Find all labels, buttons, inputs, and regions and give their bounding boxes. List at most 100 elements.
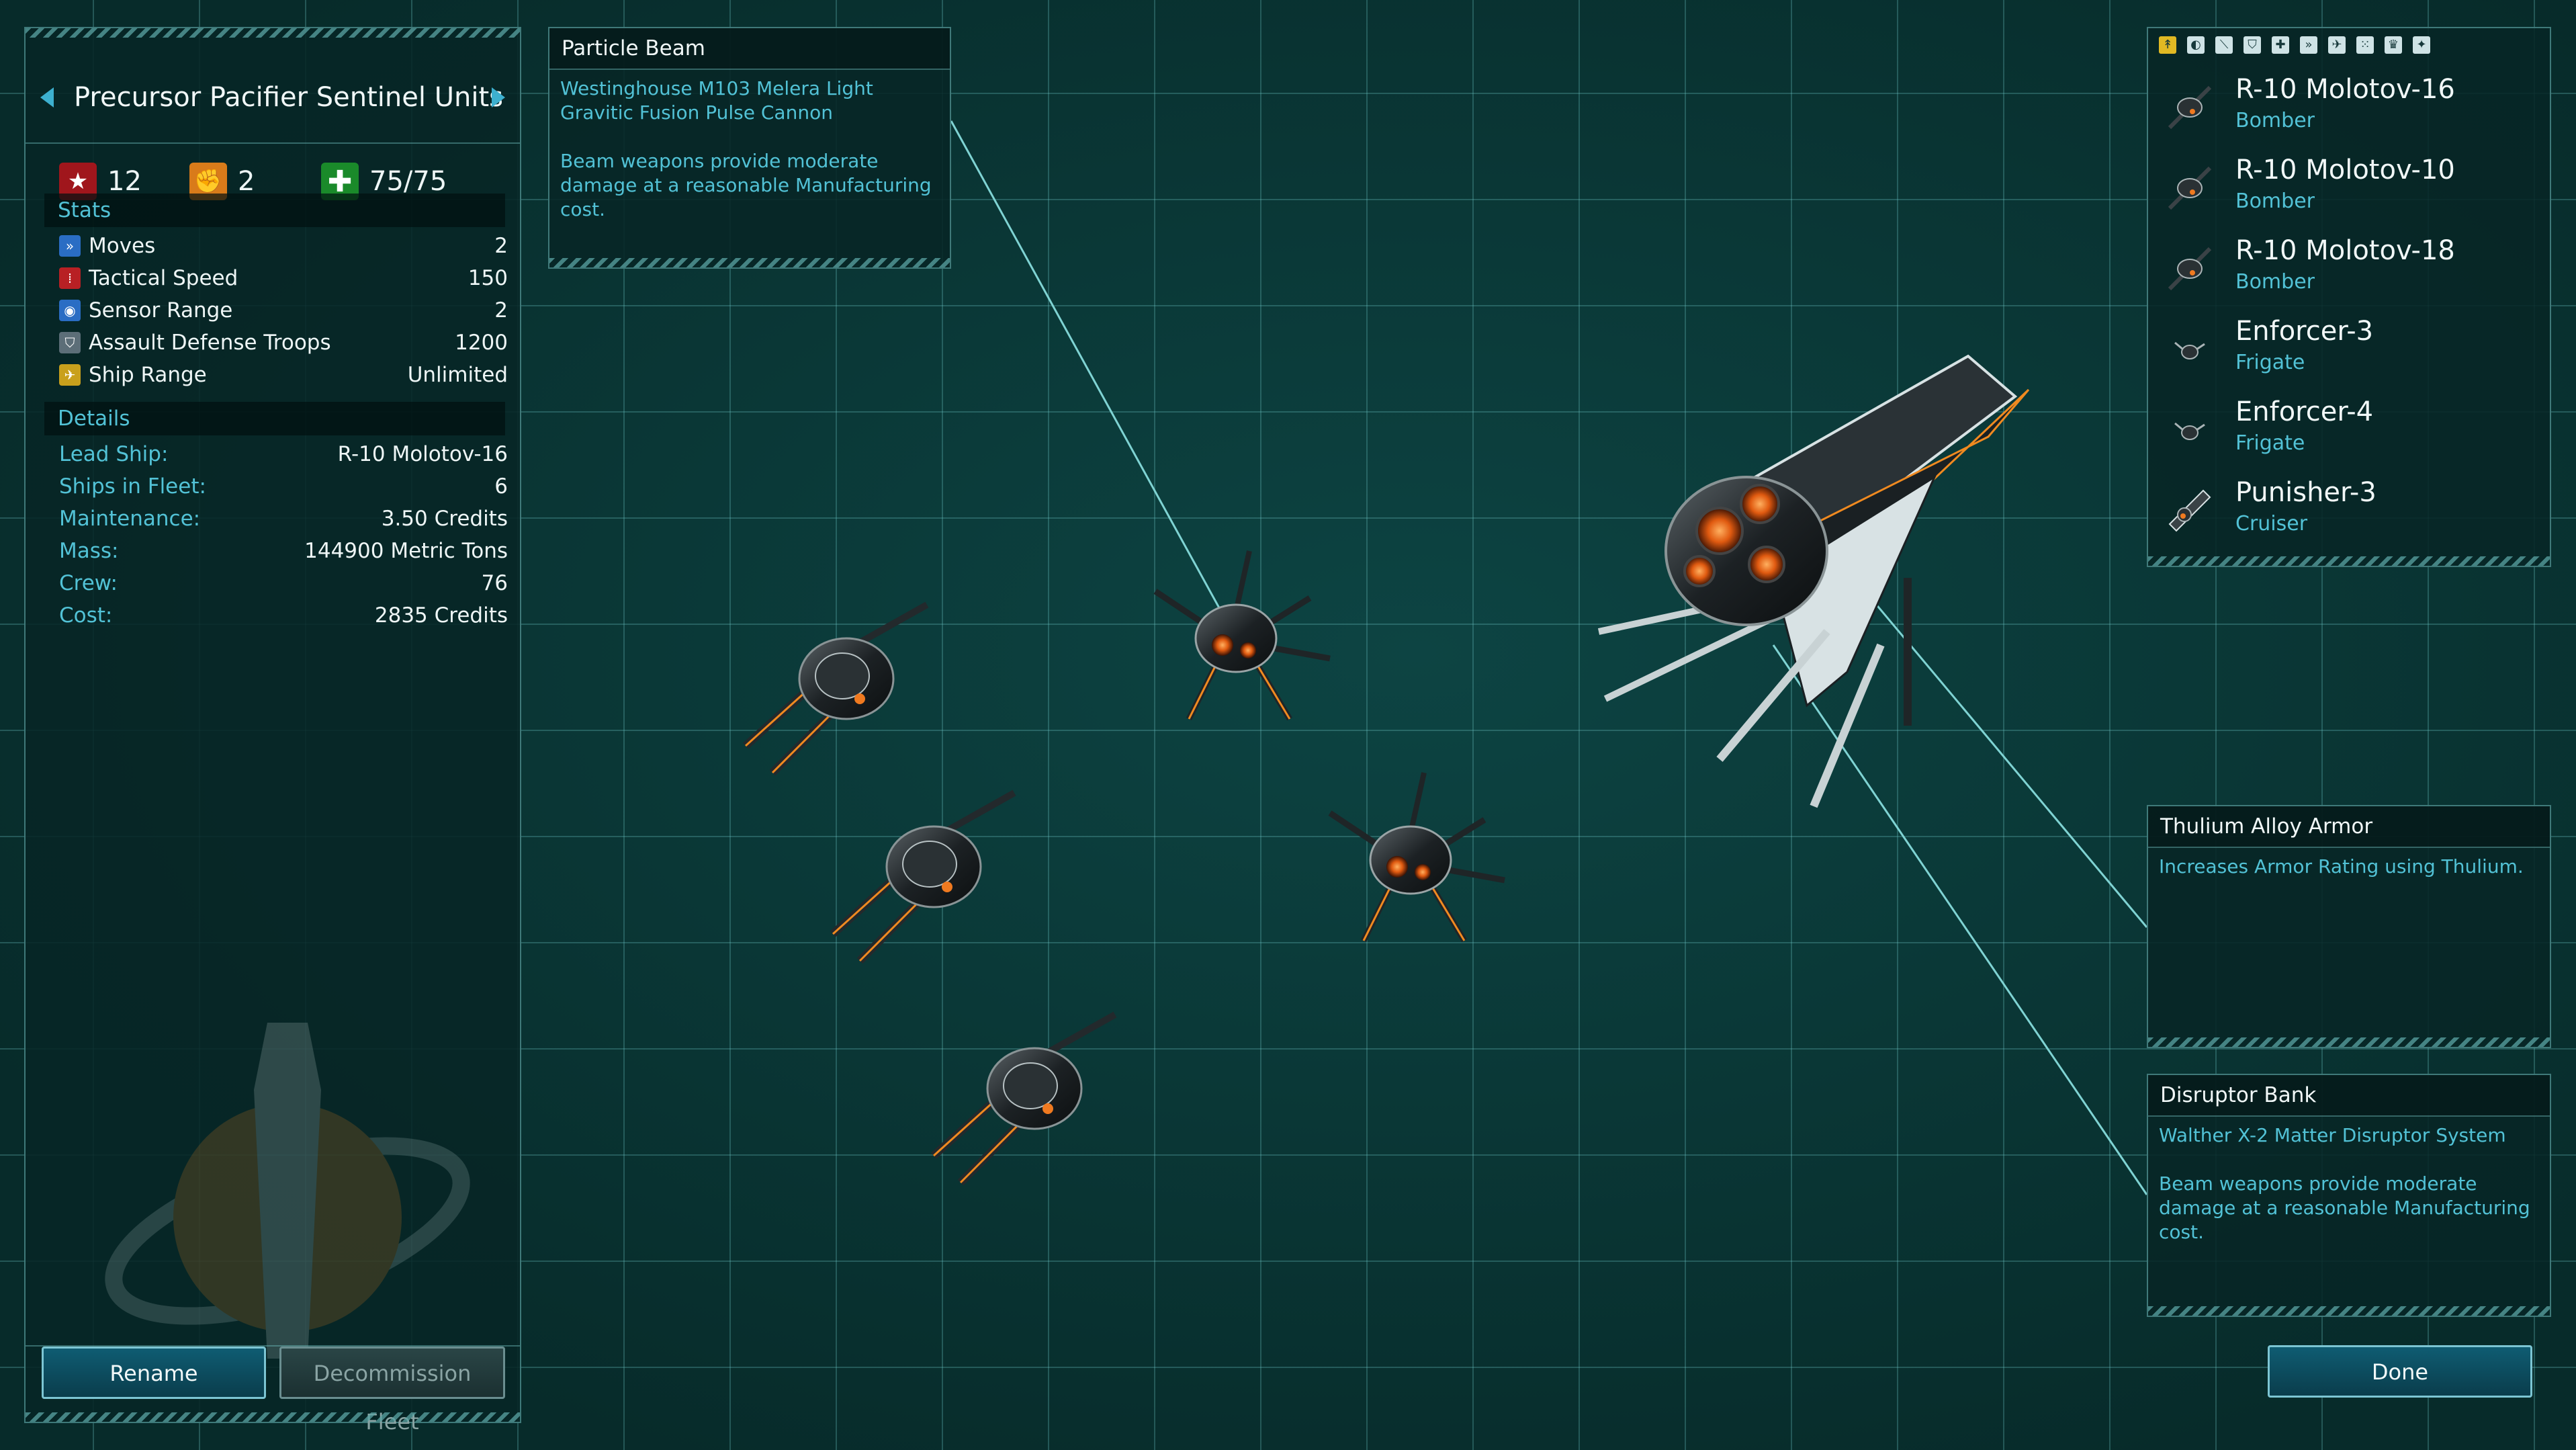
beam-icon[interactable]: ⟍ (2215, 36, 2233, 54)
shield-icon[interactable]: ◐ (2187, 36, 2205, 54)
faction-emblem-icon (105, 1023, 470, 1359)
ship-name: Enforcer-4 (2235, 396, 2374, 427)
ship-list-item[interactable]: R-10 Molotov-16 Bomber (2148, 70, 2550, 149)
detail-row-crew: Crew: 76 (59, 567, 508, 599)
tooltip-title: Thulium Alloy Armor (2148, 806, 2550, 848)
detail-value: 76 (481, 571, 508, 595)
detail-label: Cost: (59, 603, 113, 628)
detail-label: Maintenance: (59, 507, 201, 531)
frigate-thumbnail-icon (2174, 341, 2205, 359)
tactical-speed-icon: ⁞ (59, 267, 81, 289)
sensor-icon[interactable]: ✈ (2328, 36, 2346, 54)
ship-class: Bomber (2235, 189, 2315, 213)
ship-range-icon: ✈ (59, 364, 81, 386)
module-filter-icons: ↟ ◐ ⟍ ⛉ ✚ » ✈ ⁙ ♛ ✦ (2159, 36, 2441, 60)
previous-fleet-arrow-icon[interactable] (40, 87, 54, 108)
stat-row-tactical-speed: ⁞ Tactical Speed 150 (59, 262, 508, 294)
decommission-fleet-button[interactable]: Decommission Fleet (279, 1347, 505, 1435)
ship-class: Frigate (2235, 351, 2305, 374)
ship-list-item[interactable]: Punisher-3 Cruiser (2148, 473, 2550, 552)
tooltip-line: Increases Armor Rating using Thulium. (2159, 855, 2524, 878)
tooltip-line: Beam weapons provide moderate damage at … (2159, 1172, 2530, 1243)
stat-value: Unlimited (407, 363, 508, 387)
tooltip-body: Walther X-2 Matter Disruptor System Beam… (2159, 1123, 2539, 1244)
frigate-thumbnail-icon (2174, 422, 2205, 440)
tooltip-title: Particle Beam (549, 28, 950, 70)
detail-row-cost: Cost: 2835 Credits (59, 599, 508, 632)
fleet-title-row: Precursor Pacifier Sentinel Units (26, 55, 520, 144)
ship-name: R-10 Molotov-10 (2235, 155, 2455, 185)
stat-row-sensor-range: ◉ Sensor Range 2 (59, 294, 508, 327)
stat-row-moves: » Moves 2 (59, 230, 508, 262)
ship-name: Punisher-3 (2235, 477, 2377, 508)
detail-value: 2835 Credits (374, 603, 508, 628)
tooltip-hatch (2148, 1306, 2550, 1316)
troops-shield-icon: ⛉ (59, 332, 81, 353)
attack-value: 12 (107, 166, 142, 197)
stats-header: Stats (44, 194, 505, 227)
stat-value: 150 (468, 266, 508, 290)
detail-row-lead-ship: Lead Ship: R-10 Molotov-16 (59, 438, 508, 470)
command-icon[interactable]: ♛ (2385, 36, 2402, 54)
frigate-ship-2 (1330, 773, 1505, 941)
detail-row-ships-in-fleet: Ships in Fleet: 6 (59, 470, 508, 503)
ship-list-item[interactable]: R-10 Molotov-18 Bomber (2148, 231, 2550, 310)
armor-icon[interactable]: ⛉ (2244, 36, 2261, 54)
stat-row-assault-defense: ⛉ Assault Defense Troops 1200 (59, 327, 508, 359)
stat-value: 2 (494, 234, 508, 258)
bomber-thumbnail-icon (2168, 247, 2212, 291)
done-button[interactable]: Done (2268, 1345, 2532, 1398)
particle-beam-tooltip: Particle Beam Westinghouse M103 Melera L… (548, 27, 951, 269)
ship-class: Bomber (2235, 109, 2315, 132)
ship-list-item[interactable]: R-10 Molotov-10 Bomber (2148, 151, 2550, 230)
fleet-title: Precursor Pacifier Sentinel Units (74, 82, 503, 113)
detail-row-mass: Mass: 144900 Metric Tons (59, 535, 508, 567)
bomber-ship-1 (746, 605, 927, 773)
stat-label: Assault Defense Troops (89, 331, 331, 355)
ship-list-item[interactable]: Enforcer-3 Frigate (2148, 312, 2550, 391)
ship-class: Bomber (2235, 270, 2315, 294)
connector-disruptor-bank (1772, 644, 2148, 1195)
detail-label: Ships in Fleet: (59, 474, 206, 499)
tooltip-body: Increases Armor Rating using Thulium. (2159, 855, 2539, 879)
detail-row-maintenance: Maintenance: 3.50 Credits (59, 503, 508, 535)
ship-list-panel: ↟ ◐ ⟍ ⛉ ✚ » ✈ ⁙ ♛ ✦ R-10 Molotov-16 Bomb… (2147, 27, 2551, 567)
next-fleet-arrow-icon[interactable] (492, 87, 505, 108)
connector-particle-beam (950, 120, 1237, 639)
detail-value: 6 (494, 474, 508, 499)
stat-row-ship-range: ✈ Ship Range Unlimited (59, 359, 508, 391)
stat-label: Ship Range (89, 363, 207, 387)
stat-label: Tactical Speed (89, 266, 238, 290)
moves-icon: » (59, 235, 81, 257)
tooltip-line: Westinghouse M103 Melera Light Gravitic … (560, 77, 873, 124)
ship-list-item[interactable]: Enforcer-4 Frigate (2148, 392, 2550, 472)
detail-value: 144900 Metric Tons (304, 539, 508, 563)
stat-label: Sensor Range (89, 298, 233, 323)
button-divider (26, 1345, 520, 1347)
sensor-icon: ◉ (59, 300, 81, 321)
tooltip-hatch (2148, 1037, 2550, 1047)
weapon-icon[interactable]: ↟ (2159, 36, 2176, 54)
stat-value: 2 (494, 298, 508, 323)
engine-icon[interactable]: » (2300, 36, 2317, 54)
fighter-icon[interactable]: ✦ (2413, 36, 2430, 54)
repair-icon[interactable]: ✚ (2272, 36, 2289, 54)
troop-icon[interactable]: ⁙ (2356, 36, 2374, 54)
details-header: Details (44, 402, 505, 435)
stat-label: Moves (89, 234, 156, 258)
hp-value: 75/75 (369, 166, 447, 197)
ship-name: R-10 Molotov-16 (2235, 74, 2455, 105)
bomber-thumbnail-icon (2168, 85, 2212, 130)
bomber-ship-3 (934, 1015, 1115, 1183)
detail-value: 3.50 Credits (381, 507, 508, 531)
defense-value: 2 (238, 166, 255, 197)
rename-button[interactable]: Rename (42, 1347, 266, 1399)
detail-label: Crew: (59, 571, 118, 595)
panel-hatch-top (26, 28, 520, 38)
ship-class: Cruiser (2235, 512, 2308, 536)
panel-hatch-bottom (26, 1412, 520, 1422)
cruiser-thumbnail-icon (2168, 489, 2211, 532)
detail-value: R-10 Molotov-16 (337, 442, 508, 466)
bomber-ship-2 (833, 793, 1014, 961)
stat-value: 1200 (455, 331, 508, 355)
